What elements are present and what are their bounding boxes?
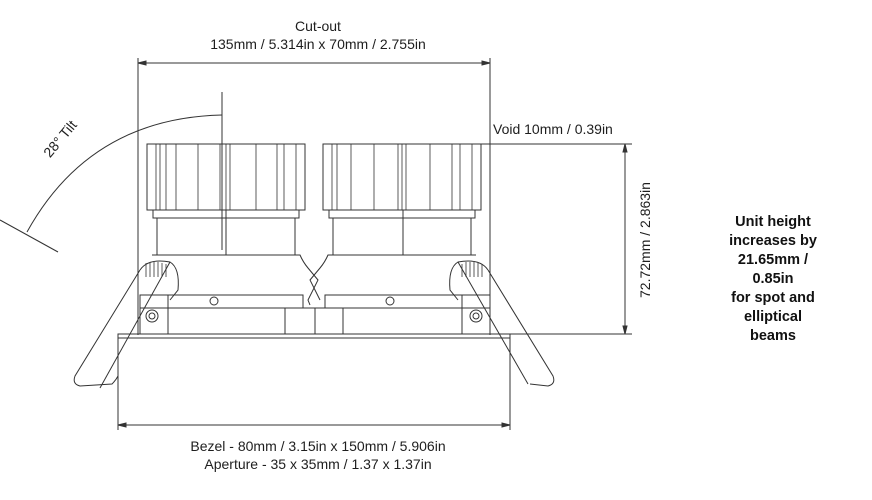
height-label: 72.72mm / 2.863in (637, 182, 653, 298)
right-housing (309, 143, 482, 301)
spring-clips (73, 260, 555, 389)
cutout-dimensions: 135mm / 5.314in x 70mm / 2.755in (210, 36, 426, 52)
bezel-plate (117, 333, 511, 430)
aperture-label: Aperture - 35 x 35mm / 1.37 x 1.37in (204, 456, 432, 472)
cutout-title: Cut-out (295, 18, 341, 34)
note-line: Unit height increases by (729, 214, 817, 249)
height-dimension-line (481, 143, 632, 335)
mounting-frame (139, 294, 491, 335)
cutout-dimension-line (137, 58, 491, 335)
left-housing (146, 143, 319, 306)
note-line: 21.65mm / 0.85in (737, 252, 809, 287)
unit-height-note: Unit height increases by 21.65mm / 0.85i… (724, 213, 823, 346)
void-label: Void 10mm / 0.39in (493, 121, 613, 137)
bezel-label: Bezel - 80mm / 3.15in x 150mm / 5.906in (190, 438, 446, 454)
note-line: for spot and elliptical beams (731, 290, 815, 344)
tilt-arc (0, 92, 223, 253)
